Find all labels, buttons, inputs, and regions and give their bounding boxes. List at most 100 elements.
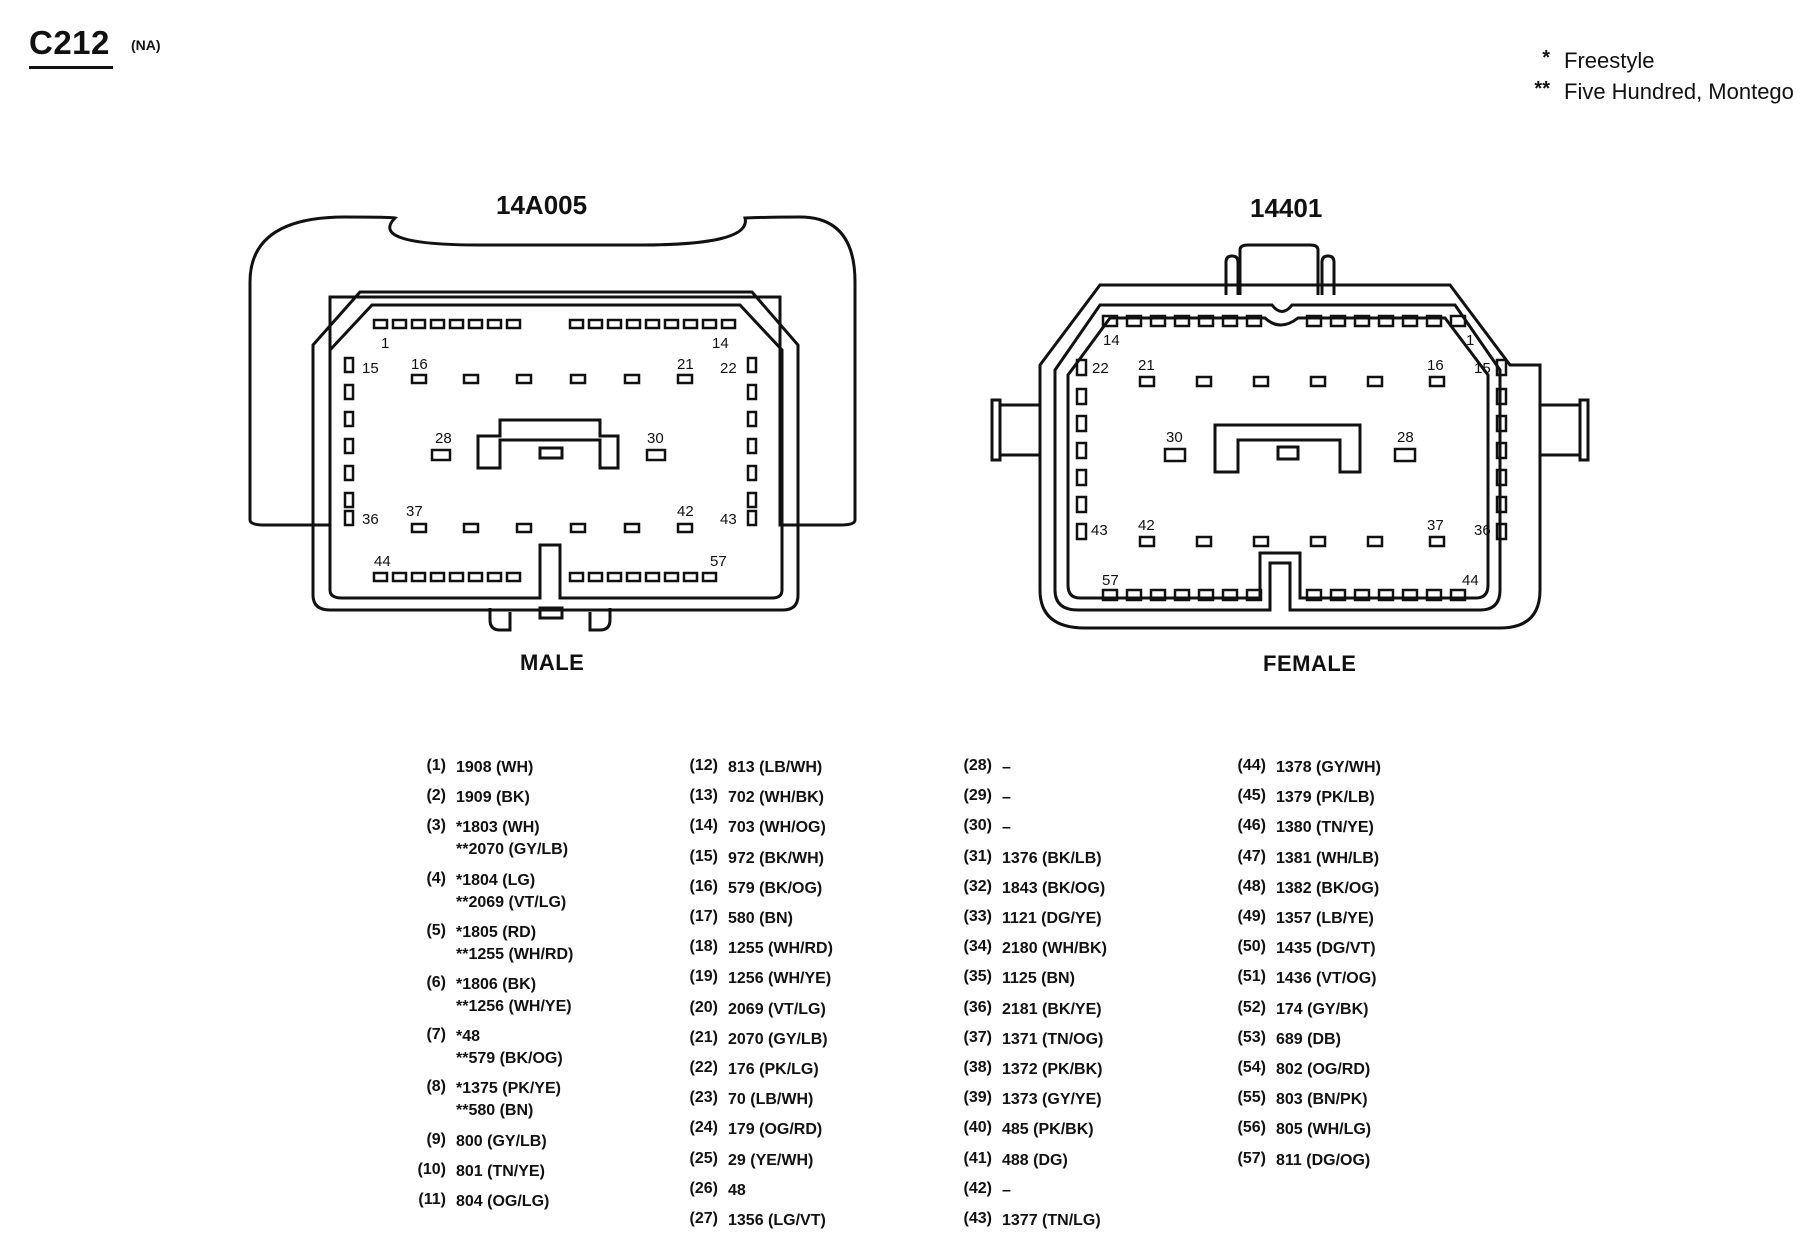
- pin-number: (40): [963, 1119, 992, 1137]
- pinout-row: (25) 29 (YE/WH): [662, 1149, 814, 1172]
- pin-circuits: 176 (PK/LG): [728, 1059, 819, 1081]
- pin-circuits: 1843 (BK/OG): [1002, 878, 1105, 900]
- connector-code-underline: [29, 66, 113, 69]
- pinout-row: (2)1909 (BK): [390, 787, 529, 809]
- pin-circuits: 811 (DG/OG): [1276, 1150, 1370, 1172]
- circuit-text: *1805 (RD): [456, 923, 537, 941]
- circuit-text: –: [1002, 789, 1011, 807]
- pin-circuits: 1382 (BK/OG): [1276, 878, 1379, 900]
- pinout-row: (20)2069 (VT/LG): [662, 999, 826, 1021]
- pin-number: (46): [1237, 817, 1266, 835]
- pinout-row: (5)*1805 (RD)**1255 (WH/RD): [390, 922, 573, 966]
- circuit-text: 1843 (BK/OG): [1002, 879, 1106, 897]
- circuit-text: 801 (TN/YE): [456, 1162, 545, 1180]
- pin-circuits: 689 (DB): [1276, 1029, 1341, 1051]
- circuit-text: **580 (BN): [456, 1102, 534, 1120]
- pin-circuits: 1378 (GY/WH): [1276, 757, 1381, 779]
- pin-number: (54): [1237, 1059, 1266, 1076]
- circuit-text: –: [1002, 1181, 1011, 1199]
- pin-number: (29): [963, 787, 992, 805]
- pinout-row: (49)1357 (LB/YE): [1210, 908, 1374, 930]
- pin-circuits: 48: [728, 1180, 746, 1202]
- circuit-text: 804 (OG/LG): [456, 1193, 550, 1210]
- circuit-text: 1380 (TN/YE): [1276, 819, 1374, 837]
- pin-circuits: 29 (YE/WH): [728, 1150, 813, 1172]
- pinout-row: (7)*48**579 (BK/OG): [390, 1026, 563, 1070]
- pin-number: (25): [689, 1149, 718, 1167]
- pin-circuits: 802 (OG/RD): [1276, 1059, 1370, 1081]
- female-pin-label: 37: [1427, 517, 1444, 534]
- pin-number: (45): [1237, 787, 1266, 805]
- circuit-text: 1373 (GY/YE): [1002, 1091, 1102, 1109]
- circuit-text: *1806 (BK): [456, 976, 537, 993]
- legend-mark: *: [1542, 47, 1550, 69]
- pinout-row: (48)1382 (BK/OG): [1210, 878, 1380, 900]
- circuit-text: 800 (GY/LB): [456, 1132, 547, 1150]
- male-part-number: 14A005: [496, 190, 588, 220]
- circuit-text: 803 (BN/PK): [1276, 1091, 1368, 1109]
- pin-circuits: 2070 (GY/LB): [728, 1029, 828, 1051]
- pinout-row: (47)1381 (WH/LB): [1210, 848, 1380, 870]
- pinout-row: (31)1376 (BK/LB): [936, 848, 1102, 870]
- pin-number: (33): [963, 908, 992, 925]
- male-pin-label: 57: [710, 553, 727, 570]
- pin-number: (27): [689, 1210, 718, 1227]
- male-pin-label: 43: [720, 511, 737, 528]
- pinout-row: (51) 1436 (VT/OG): [1210, 968, 1377, 990]
- female-pin-label: 28: [1397, 429, 1414, 446]
- pin-circuits: 1371 (TN/OG): [1002, 1029, 1103, 1051]
- pin-circuits: 1372 (PK/BK): [1002, 1059, 1102, 1081]
- pin-number: (28): [963, 757, 992, 774]
- pinout-row: (4)*1804 (LG)**2069 (VT/LG): [390, 870, 566, 914]
- circuit-text: 1377 (TN/LG): [1002, 1212, 1101, 1229]
- pin-number: (9): [426, 1130, 446, 1148]
- circuit-text: 1372 (PK/BK): [1002, 1061, 1103, 1078]
- circuit-text: **579 (BK/OG): [456, 1050, 563, 1068]
- pinout-row: (16)579 (BK/OG): [662, 878, 823, 900]
- circuit-text: 2069 (VT/LG): [728, 1000, 826, 1018]
- circuit-text: **1255 (WH/RD): [456, 945, 574, 963]
- circuit-text: 2070 (GY/LB): [728, 1030, 828, 1048]
- pinout-row: (18)1255 (WH/RD): [662, 938, 833, 960]
- circuit-text: 29 (YE/WH): [728, 1151, 814, 1169]
- circuit-text: 1357 (LB/YE): [1276, 910, 1374, 927]
- pin-circuits: 179 (OG/RD): [728, 1119, 822, 1141]
- female-pin-label: 57: [1102, 572, 1119, 589]
- pinout-row: (17)580 (BN): [662, 908, 793, 930]
- pinout-row: (53)689 (DB): [1210, 1029, 1341, 1051]
- pin-number: (38): [963, 1059, 992, 1076]
- pin-number: (52): [1237, 998, 1266, 1016]
- connector-region: (NA): [131, 37, 161, 53]
- pin-number: (51): [1237, 968, 1266, 986]
- pin-circuits: *1375 (PK/YE)**580 (BN): [456, 1078, 561, 1122]
- pinout-row: (26)48: [662, 1180, 746, 1202]
- circuit-text: **2069 (VT/LG): [456, 893, 567, 911]
- pinout-row: (30)–: [936, 817, 1011, 839]
- male-connector-diagram: 1 14 15 16 21 22 28 30 36 37 42 43 44 57: [248, 215, 1590, 632]
- female-pin-label: 14: [1103, 332, 1120, 349]
- circuit-text: 1908 (WH): [456, 759, 534, 776]
- circuit-text: 1435 (DG/VT): [1276, 940, 1376, 958]
- pin-number: (37): [963, 1028, 992, 1046]
- circuit-text: 702 (WH/BK): [728, 789, 825, 807]
- circuit-text: 1436 (VT/OG): [1276, 970, 1377, 988]
- circuit-text: –: [1002, 819, 1011, 837]
- pinout-row: (56)805 (WH/LG): [1210, 1119, 1372, 1141]
- pin-number: (57): [1237, 1149, 1266, 1167]
- circuit-text: **2070 (GY/LB): [456, 841, 569, 859]
- circuit-text: 1382 (BK/OG): [1276, 879, 1380, 897]
- pin-number: (44): [1237, 757, 1266, 774]
- pin-number: (50): [1237, 938, 1266, 956]
- pin-circuits: 804 (OG/LG): [456, 1191, 549, 1213]
- pin-number: (24): [689, 1119, 718, 1137]
- circuit-text: 580 (BN): [728, 910, 793, 927]
- pin-circuits: 1125 (BN): [1002, 968, 1075, 990]
- pin-circuits: 1381 (WH/LB): [1276, 848, 1379, 870]
- circuit-text: 485 (PK/BK): [1002, 1121, 1094, 1139]
- pin-number: (3): [426, 817, 446, 835]
- circuit-text: –: [1002, 759, 1011, 776]
- legend-mark: **: [1534, 78, 1550, 100]
- male-pin-label: 36: [362, 511, 379, 528]
- circuit-text: 1381 (WH/LB): [1276, 849, 1380, 867]
- pin-circuits: 2069 (VT/LG): [728, 999, 826, 1021]
